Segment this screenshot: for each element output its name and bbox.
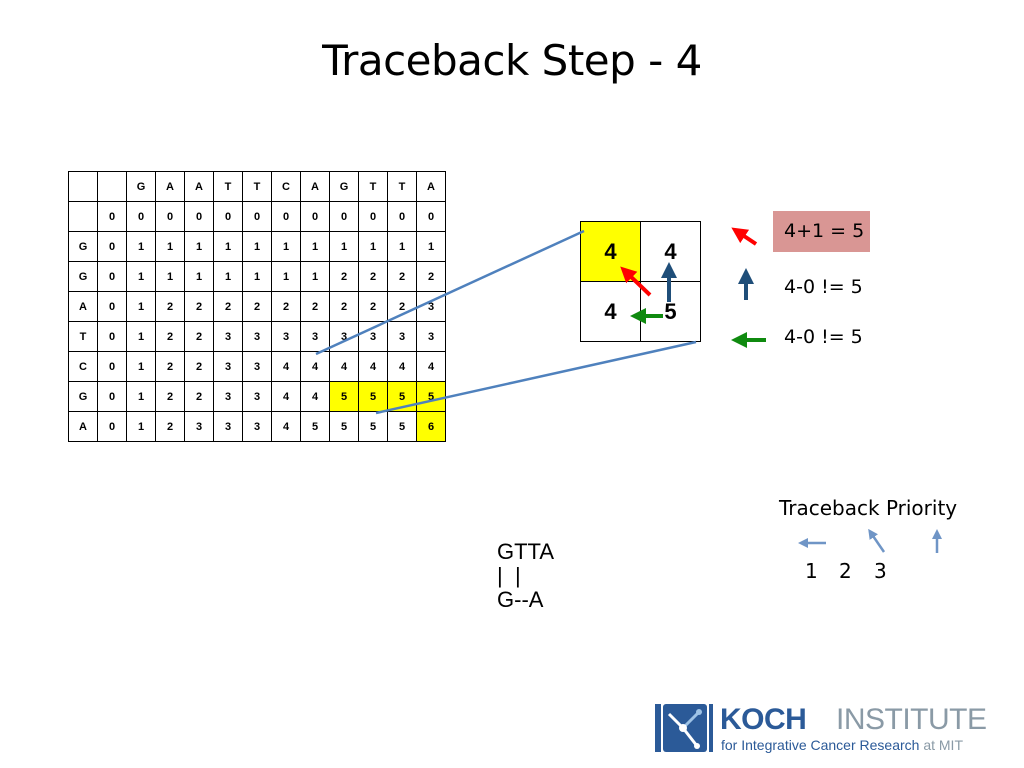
- matrix-cell: 4: [271, 411, 301, 442]
- matrix-header-cell: [97, 171, 127, 202]
- matrix-cell: 6: [416, 411, 446, 442]
- matrix-cell: 0: [97, 231, 127, 262]
- logo-tagline-main: for Integrative Cancer Research: [721, 737, 920, 753]
- priority-title: Traceback Priority: [779, 496, 958, 520]
- matrix-cell: 5: [358, 381, 388, 412]
- diag-equation: 4+1 = 5: [784, 220, 865, 242]
- matrix-header-cell: T: [387, 171, 417, 202]
- matrix-cell: 2: [184, 351, 214, 382]
- matrix-cell: 2: [358, 261, 388, 292]
- matrix-cell: G: [68, 261, 98, 292]
- diag-arrow-icon: [620, 266, 652, 297]
- logo-institute-text: INSTITUTE: [836, 703, 987, 736]
- priority-label-3: 3: [874, 559, 887, 583]
- matrix-cell: 5: [387, 381, 417, 412]
- matrix-cell: 2: [155, 381, 185, 412]
- diag-equation-box: [773, 211, 870, 252]
- matrix-cell: 1: [126, 321, 156, 352]
- matrix-cell: 0: [97, 351, 127, 382]
- matrix-header-cell: A: [155, 171, 185, 202]
- matrix-cell: [68, 201, 98, 232]
- matrix-cell: 0: [358, 201, 388, 232]
- matrix-header-cell: [68, 171, 98, 202]
- zoom-connector-line-bottom: [375, 340, 697, 415]
- matrix-cell: 1: [126, 261, 156, 292]
- matrix-cell: 1: [126, 291, 156, 322]
- alignment-bottom: G--A: [497, 587, 544, 612]
- alignment-result: GTTA| |G--A: [497, 540, 554, 612]
- matrix-cell: 2: [155, 321, 185, 352]
- matrix-cell: 0: [329, 201, 359, 232]
- matrix-cell: 5: [387, 411, 417, 442]
- matrix-cell: 3: [416, 321, 446, 352]
- logo-tagline-suffix: at MIT: [923, 737, 963, 753]
- matrix-header-cell: T: [242, 171, 272, 202]
- matrix-cell: 3: [184, 411, 214, 442]
- matrix-cell: 5: [329, 411, 359, 442]
- logo-koch-text: KOCH: [720, 703, 807, 736]
- slide-title: Traceback Step - 4: [322, 36, 702, 85]
- koch-logo-mark: [655, 704, 713, 752]
- priority-label-2: 2: [839, 559, 852, 583]
- matrix-cell: G: [68, 231, 98, 262]
- alignment-top: GTTA: [497, 539, 555, 564]
- legend-diag-arrow-icon: [731, 227, 758, 246]
- matrix-cell: 0: [242, 201, 272, 232]
- matrix-cell: 3: [213, 351, 243, 382]
- matrix-cell: 3: [213, 411, 243, 442]
- matrix-cell: 1: [184, 261, 214, 292]
- matrix-cell: 2: [184, 291, 214, 322]
- priority-label-1: 1: [805, 559, 818, 583]
- matrix-cell: 2: [271, 291, 301, 322]
- matrix-cell: 3: [242, 411, 272, 442]
- logo-tagline: for Integrative Cancer Research at MIT: [721, 737, 963, 753]
- priority-diag-arrow-icon: [868, 528, 886, 553]
- matrix-cell: 1: [271, 261, 301, 292]
- up-equation: 4-0 != 5: [784, 276, 863, 298]
- matrix-cell: 1: [242, 261, 272, 292]
- matrix-cell: 1: [242, 231, 272, 262]
- matrix-cell: 2: [329, 261, 359, 292]
- left-equation: 4-0 != 5: [784, 326, 863, 348]
- matrix-cell: 2: [184, 321, 214, 352]
- matrix-header-cell: C: [271, 171, 301, 202]
- matrix-cell: 0: [97, 411, 127, 442]
- matrix-cell: 5: [416, 381, 446, 412]
- alignment-middle: | |: [497, 563, 521, 588]
- zoom-connector-line-top: [315, 229, 585, 356]
- matrix-cell: 5: [358, 411, 388, 442]
- matrix-cell: 1: [329, 231, 359, 262]
- matrix-cell: T: [68, 321, 98, 352]
- matrix-cell: 4: [358, 351, 388, 382]
- matrix-cell: 1: [271, 231, 301, 262]
- zoom-cell-diag: 4: [580, 221, 641, 282]
- matrix-cell: 1: [126, 231, 156, 262]
- matrix-cell: 3: [387, 321, 417, 352]
- matrix-cell: 2: [155, 291, 185, 322]
- matrix-cell: A: [68, 291, 98, 322]
